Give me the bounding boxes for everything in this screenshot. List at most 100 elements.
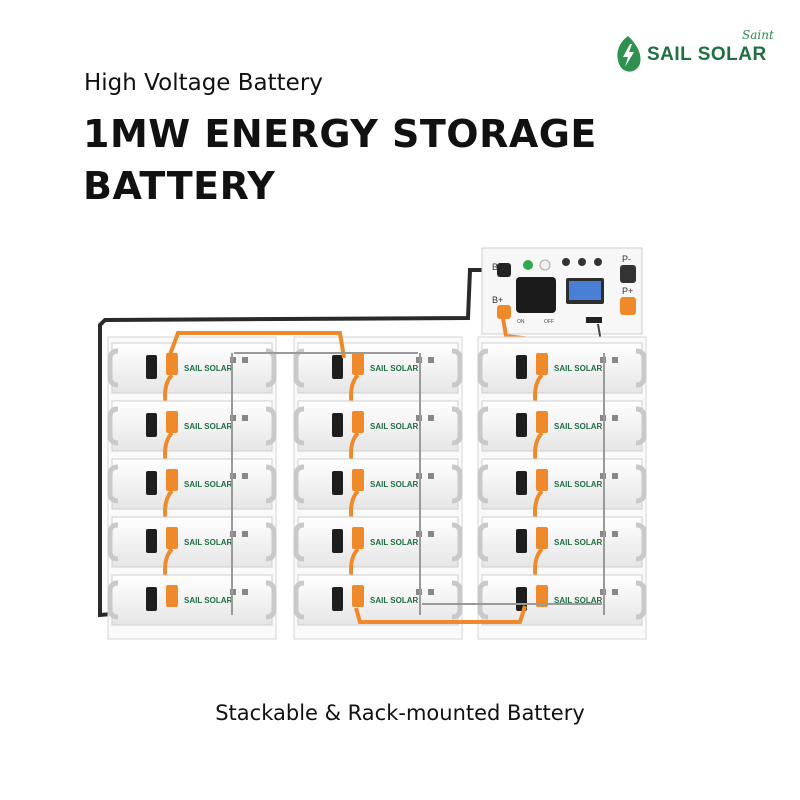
module-handle-right: [265, 464, 277, 504]
negative-main-cable: [98, 268, 496, 618]
terminal-b-plus-label: B+: [492, 295, 503, 305]
module-handle-left: [293, 464, 305, 504]
module-brand-label: SAIL SOLAR: [370, 596, 419, 605]
battery-module: SAIL SOLAR: [107, 574, 277, 626]
positive-connector: [352, 585, 364, 607]
module-handle-right: [451, 522, 463, 562]
positive-connector: [166, 585, 178, 607]
module-brand-label: SAIL SOLAR: [184, 596, 233, 605]
terminal-p-minus-label: P-: [622, 254, 631, 264]
positive-connector: [536, 353, 548, 375]
column-jumper-bottom: [354, 605, 527, 624]
leaf-bolt-icon: [617, 36, 641, 72]
module-handle-left: [107, 348, 119, 388]
module-handle-left: [107, 406, 119, 446]
lcd-screen: [569, 281, 601, 300]
module-handle-left: [107, 522, 119, 562]
page-title: 1MW ENERGY STORAGE BATTERY: [83, 112, 597, 208]
module-handle-left: [477, 580, 489, 620]
positive-connector: [166, 411, 178, 433]
positive-connector: [536, 527, 548, 549]
module-handle-left: [293, 406, 305, 446]
control-box: B- B+ P- P+ ON OFF: [481, 247, 643, 335]
battery-module: SAIL SOLAR: [107, 516, 277, 606]
module-brand-label: SAIL SOLAR: [554, 538, 603, 547]
module-handle-left: [107, 464, 119, 504]
negative-connector: [516, 471, 527, 495]
module-brand-label: SAIL SOLAR: [184, 480, 233, 489]
negative-connector: [146, 355, 157, 379]
module-handle-right: [635, 580, 647, 620]
battery-module: SAIL SOLAR: [107, 342, 277, 432]
battery-module: SAIL SOLAR: [477, 342, 647, 432]
module-handle-left: [293, 522, 305, 562]
battery-module: SAIL SOLAR: [293, 516, 463, 606]
module-handle-left: [107, 580, 119, 620]
negative-connector: [146, 471, 157, 495]
module-handle-right: [451, 580, 463, 620]
positive-connector: [352, 469, 364, 491]
p-plus-terminal: [620, 297, 636, 315]
battery-module: SAIL SOLAR: [293, 574, 463, 626]
module-handle-left: [477, 348, 489, 388]
breaker-switch: [516, 277, 556, 313]
negative-connector: [516, 413, 527, 437]
module-brand-label: SAIL SOLAR: [184, 364, 233, 373]
positive-connector: [536, 585, 548, 607]
module-handle-right: [265, 348, 277, 388]
caption: Stackable & Rack-mounted Battery: [215, 701, 585, 725]
reset-button: [539, 259, 551, 271]
module-handle-right: [451, 464, 463, 504]
battery-module: SAIL SOLAR: [477, 516, 647, 606]
svg-text:OFF: OFF: [544, 319, 554, 325]
battery-module: SAIL SOLAR: [107, 458, 277, 548]
b-minus-terminal: [497, 263, 511, 277]
module-handle-left: [477, 406, 489, 446]
b-plus-terminal: [497, 305, 511, 319]
battery-module: SAIL SOLAR: [293, 342, 463, 432]
negative-connector: [332, 413, 343, 437]
module-brand-label: SAIL SOLAR: [554, 364, 603, 373]
module-handle-right: [451, 348, 463, 388]
module-handle-right: [635, 348, 647, 388]
module-brand-label: SAIL SOLAR: [554, 596, 603, 605]
positive-connector: [352, 527, 364, 549]
negative-connector: [146, 529, 157, 553]
module-brand-label: SAIL SOLAR: [370, 538, 419, 547]
module-handle-right: [265, 580, 277, 620]
p-minus-terminal: [620, 265, 636, 283]
positive-connector: [536, 411, 548, 433]
positive-connector: [536, 469, 548, 491]
logo-name: SAIL SOLAR: [647, 44, 767, 65]
svg-text:ON: ON: [517, 319, 525, 325]
battery-module: SAIL SOLAR: [293, 400, 463, 490]
positive-connector: [352, 411, 364, 433]
positive-connector: [166, 527, 178, 549]
module-handle-left: [477, 522, 489, 562]
terminal-b-minus-label: B-: [492, 262, 501, 272]
battery-module: SAIL SOLAR: [477, 400, 647, 490]
module-handle-right: [635, 406, 647, 446]
battery-module: SAIL SOLAR: [477, 574, 647, 626]
status-led: [523, 260, 533, 270]
module-handle-right: [265, 522, 277, 562]
module-brand-label: SAIL SOLAR: [554, 480, 603, 489]
module-handle-right: [635, 464, 647, 504]
battery-module: SAIL SOLAR: [293, 458, 463, 548]
logo-script: Saint: [742, 28, 774, 42]
module-brand-label: SAIL SOLAR: [184, 538, 233, 547]
column-jumper-top: [166, 331, 346, 361]
module-handle-left: [477, 464, 489, 504]
module-brand-label: SAIL SOLAR: [184, 422, 233, 431]
module-handle-right: [635, 522, 647, 562]
negative-connector: [332, 529, 343, 553]
battery-module: SAIL SOLAR: [477, 458, 647, 548]
terminal-p-plus-label: P+: [622, 286, 633, 296]
module-brand-label: SAIL SOLAR: [370, 422, 419, 431]
module-handle-left: [293, 348, 305, 388]
battery-module: SAIL SOLAR: [107, 400, 277, 490]
module-handle-left: [293, 580, 305, 620]
module-brand-label: SAIL SOLAR: [370, 480, 419, 489]
subtitle: High Voltage Battery: [84, 70, 323, 96]
module-brand-label: SAIL SOLAR: [554, 422, 603, 431]
